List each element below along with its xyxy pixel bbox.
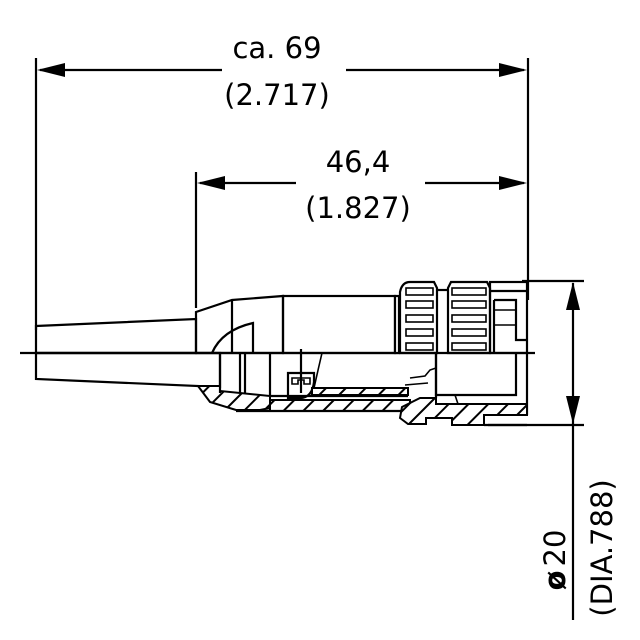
front-shell-hatched [398,397,528,426]
knurl-ring-1 [398,280,439,355]
arrow-left-icon [37,63,65,77]
screw-terminal [286,371,316,400]
cable-lower [34,351,222,389]
coupling-nut [393,280,492,355]
outer-sleeve-hatched [269,399,411,412]
overall-length-metric: ca. 69 [232,31,321,65]
strain-relief-boot [194,294,285,411]
arrow-body-right-icon [499,176,527,190]
housing-upper [281,294,397,355]
cable-upper [34,317,198,355]
arrow-right-icon [499,63,527,77]
diameter-imperial: (DIA.788) [585,479,619,616]
arrow-down-icon [566,396,580,424]
front-insert [398,280,529,427]
diameter-symbol: ø [538,570,572,590]
body-length-metric: 46,4 [326,145,391,179]
arrow-up-icon [566,282,580,310]
boot-upper [194,294,285,355]
diameter-metric: 20 [538,530,572,567]
overall-length-dimension: ca. 69 (2.717) [34,31,530,330]
arrow-body-left-icon [197,176,225,190]
knurl-ribs [405,287,487,351]
overall-length-imperial: (2.717) [224,78,330,112]
body-length-dimension: 46,4 (1.827) [194,145,527,308]
diameter-dimension: ø 20 (DIA.788) [488,279,619,620]
body-length-imperial: (1.827) [305,191,411,225]
inner-sleeve-hatched [311,387,409,396]
boot-curve [210,321,255,354]
cable [34,317,222,389]
boot-hatched-section [196,385,271,411]
diameter-label: ø 20 [538,530,572,591]
